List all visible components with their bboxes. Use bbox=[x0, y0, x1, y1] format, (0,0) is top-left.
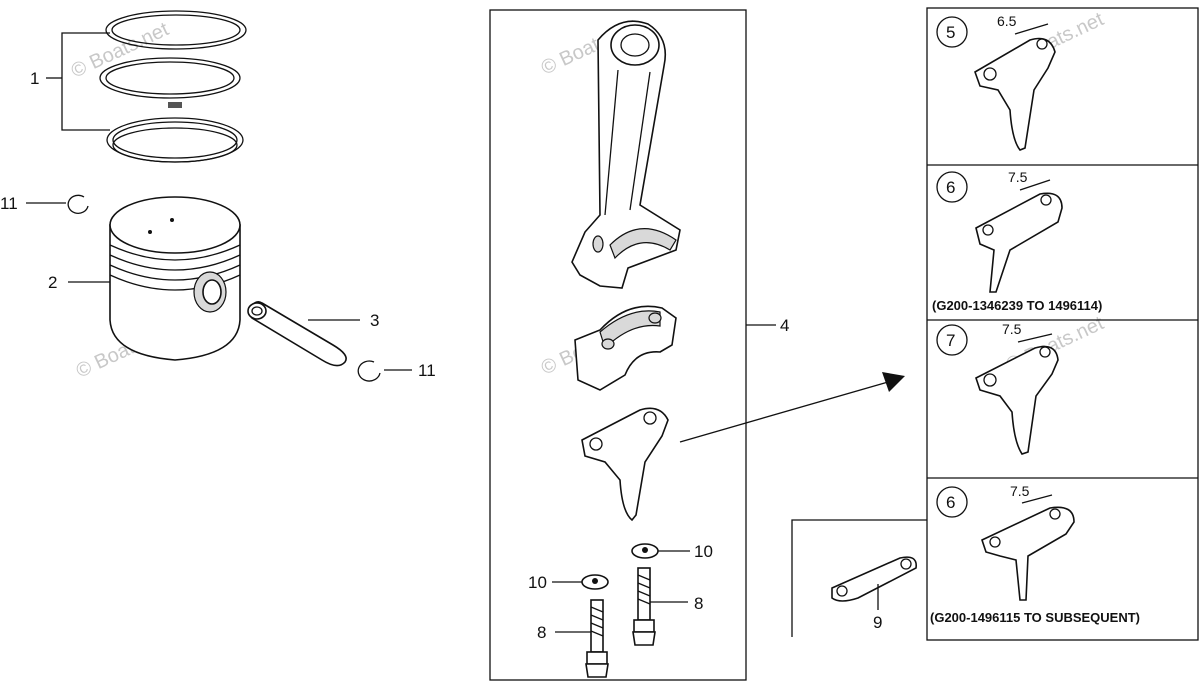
piston bbox=[109, 196, 241, 361]
washer-right bbox=[631, 543, 659, 559]
variant-dimension: 6.5 bbox=[997, 13, 1017, 29]
callout-clip-right: 11 bbox=[418, 361, 436, 380]
variant-range: (G200-1346239 TO 1496114) bbox=[932, 298, 1102, 313]
arrow-head bbox=[882, 372, 905, 392]
variant-number: 6 bbox=[946, 178, 955, 197]
variant-number: 7 bbox=[946, 331, 955, 350]
connecting-rod bbox=[571, 20, 681, 289]
variant-dimension: 7.5 bbox=[1002, 321, 1022, 337]
plate bbox=[831, 556, 917, 602]
variant-range: (G200-1496115 TO SUBSEQUENT) bbox=[930, 610, 1140, 625]
dipper-plate bbox=[581, 407, 669, 522]
circlip-left bbox=[67, 194, 89, 214]
callout-bolt-left: 8 bbox=[537, 623, 546, 642]
bolt-left bbox=[585, 599, 609, 678]
callout-plate: 9 bbox=[873, 613, 882, 632]
callout-piston: 2 bbox=[48, 273, 57, 292]
callout-clip-left: 11 bbox=[0, 194, 18, 213]
variant-5: 5 6.5 bbox=[936, 13, 1056, 151]
variant-6b: 6 7.5 (G200-1496115 TO SUBSEQUENT) bbox=[930, 483, 1140, 625]
variant-number: 5 bbox=[946, 23, 955, 42]
callout-washer-right: 10 bbox=[694, 542, 713, 561]
piston-rings bbox=[99, 10, 247, 163]
variant-dimension: 7.5 bbox=[1010, 483, 1030, 499]
variants-frame bbox=[926, 7, 1199, 641]
callout-rod-assembly: 4 bbox=[780, 316, 789, 335]
variant-dimension: 7.5 bbox=[1008, 169, 1028, 185]
variant-arrow bbox=[679, 379, 896, 443]
callout-washer-left: 10 bbox=[528, 573, 547, 592]
variant-number: 6 bbox=[946, 493, 955, 512]
variant-6a: 6 7.5 (G200-1346239 TO 1496114) bbox=[932, 169, 1102, 313]
watermark: © Boats.net bbox=[68, 18, 173, 82]
callout-rings: 1 bbox=[30, 69, 39, 88]
callout-pin: 3 bbox=[370, 311, 379, 330]
bolt-right bbox=[632, 567, 656, 646]
circlip-right bbox=[357, 360, 381, 382]
callout-bolt-right: 8 bbox=[694, 594, 703, 613]
rod-assembly-frame bbox=[489, 9, 747, 681]
callout-1-bracket bbox=[46, 32, 110, 131]
variant-7: 7 7.5 bbox=[936, 321, 1059, 455]
piston-pin bbox=[247, 301, 347, 367]
plate-bracket bbox=[791, 519, 927, 637]
washer-left bbox=[581, 574, 609, 590]
rod-cap bbox=[574, 305, 677, 391]
